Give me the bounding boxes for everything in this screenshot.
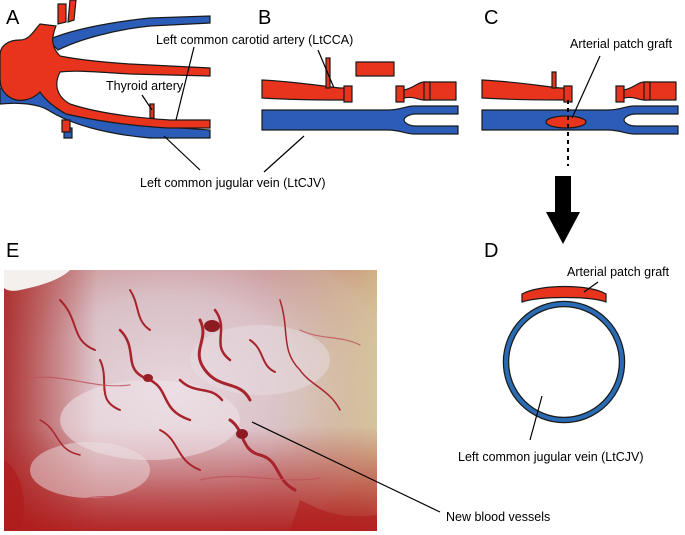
label-lcjv: Left common jugular vein (LtCJV) <box>140 176 326 190</box>
leader-thyroid-artery <box>141 94 153 111</box>
patch-graft-shape <box>521 285 607 303</box>
leader-new-vessels <box>251 421 441 513</box>
panel-b: B Left common carotid artery (LtCCA) <box>156 7 459 173</box>
vessel-tree-illustration <box>0 0 211 139</box>
panel-a: A Thyroid artery <box>0 0 211 171</box>
panel-e-letter: E <box>6 240 19 262</box>
panel-d: D Arterial patch graft Left common jugul… <box>458 240 670 464</box>
surgical-photo <box>4 270 377 531</box>
panel-c: C Arterial patch graft <box>481 7 679 166</box>
panel-c-vessels <box>481 71 679 166</box>
panel-c-letter: C <box>484 7 498 29</box>
label-patch-graft-c: Arterial patch graft <box>570 37 673 51</box>
panel-e: E <box>4 240 550 531</box>
leader-lcjv-d <box>529 395 543 441</box>
leader-patch-c <box>571 55 601 119</box>
label-lcca: Left common carotid artery (LtCCA) <box>156 33 353 47</box>
down-arrow-icon <box>546 176 580 244</box>
leader-lcca-a <box>175 46 195 121</box>
leader-lcjv-a <box>163 135 201 171</box>
leader-lcjv-b <box>263 135 305 173</box>
label-new-blood-vessels: New blood vessels <box>446 510 550 524</box>
panel-d-letter: D <box>484 240 498 262</box>
leader-lcca-b <box>317 49 335 89</box>
leader-patch-d <box>583 281 599 293</box>
label-thyroid-artery: Thyroid artery <box>106 79 184 93</box>
panel-b-vessels <box>261 57 459 135</box>
panel-b-letter: B <box>258 7 271 29</box>
panel-a-letter: A <box>6 7 20 29</box>
label-lcjv-d: Left common jugular vein (LtCJV) <box>458 450 644 464</box>
label-patch-graft-d: Arterial patch graft <box>567 265 670 279</box>
